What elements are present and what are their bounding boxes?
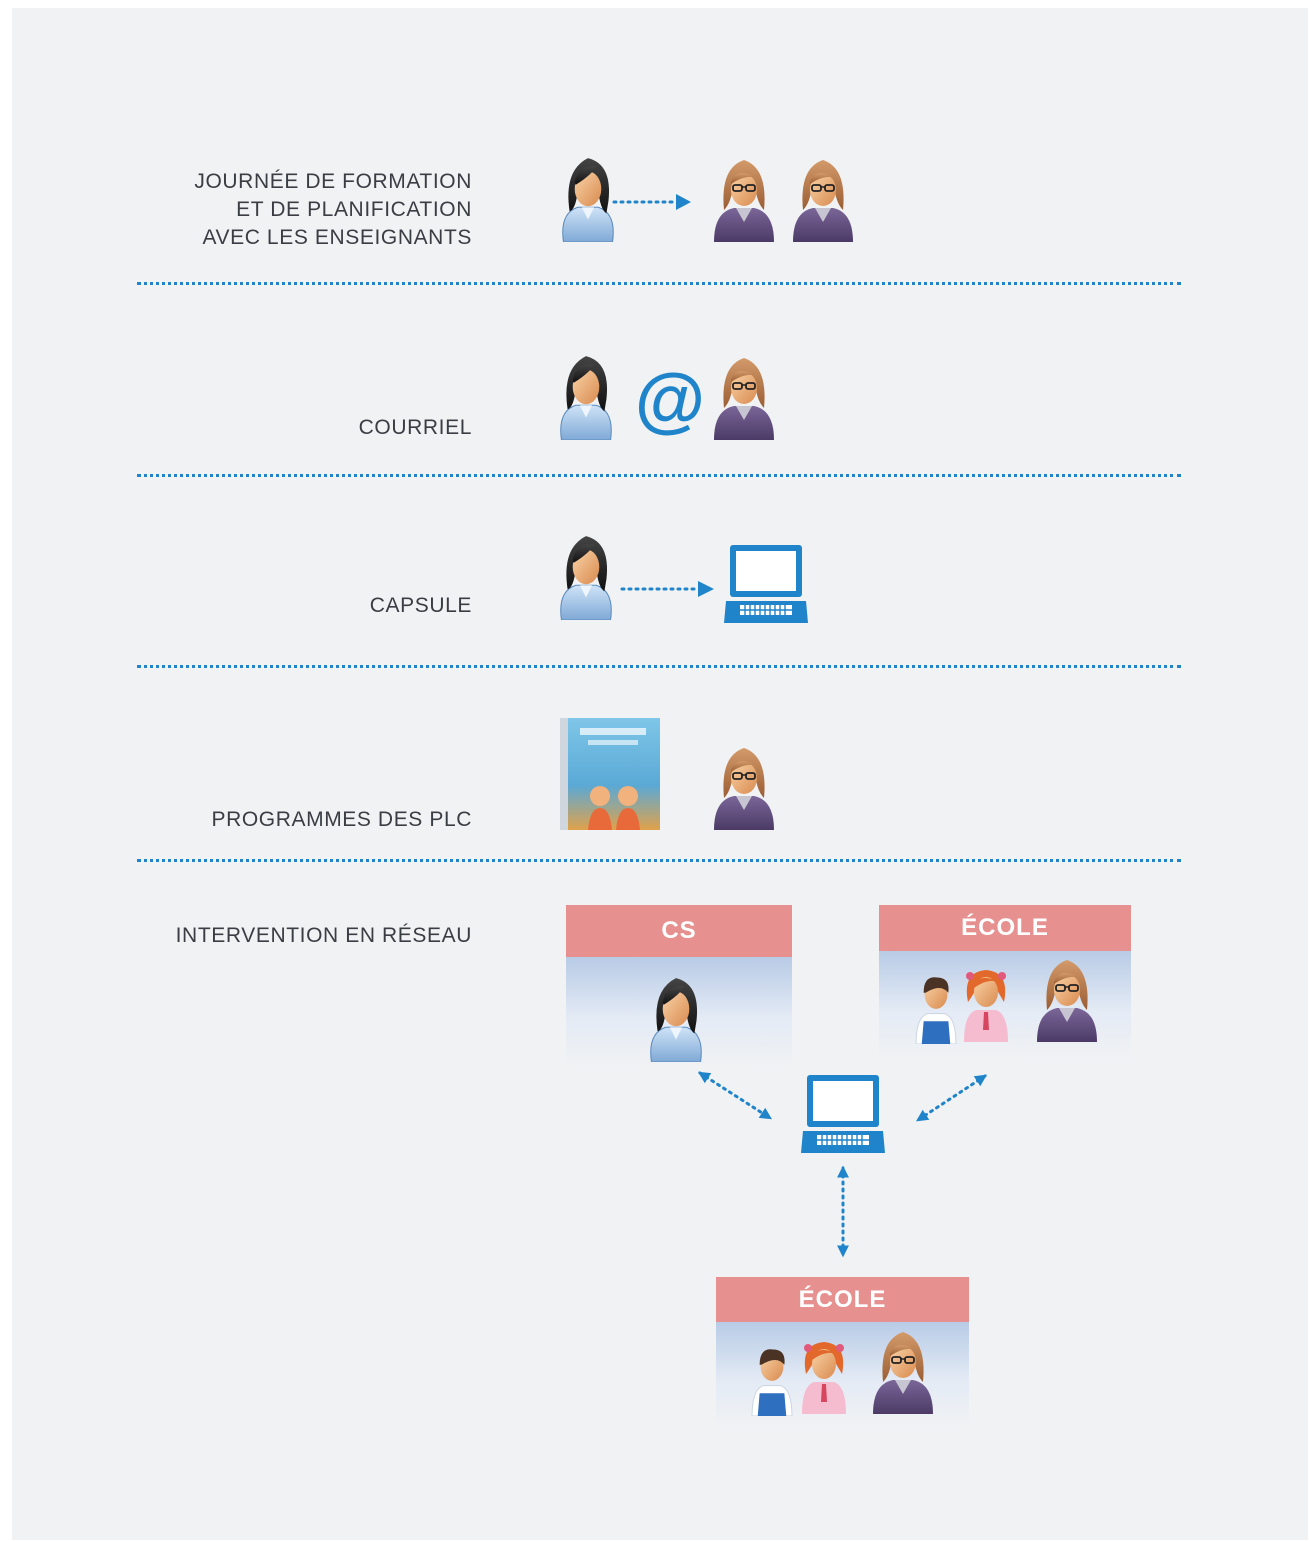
boy-student-icon: [748, 1340, 796, 1416]
book-cover-icon: [560, 718, 660, 830]
row-label-email: COURRIEL: [358, 416, 472, 439]
arrow-cs-laptop: [697, 1071, 773, 1120]
row-label-plc-programs: PROGRAMMES DES PLC: [211, 808, 472, 831]
row-label-training: JOURNÉE DE FORMATION ET DE PLANIFICATION…: [194, 168, 472, 252]
at-sign-icon: @: [634, 360, 706, 440]
section-divider: [137, 665, 1181, 668]
row-label-capsule: CAPSULE: [369, 594, 472, 617]
arrow-icon: [612, 194, 691, 210]
row-label-line: AVEC LES ENSEIGNANTS: [202, 226, 472, 249]
cs-box-header: CS: [566, 905, 792, 957]
girl-student-icon: [796, 1334, 852, 1414]
teacher-icon: [870, 1324, 936, 1414]
arrow-icon: [620, 581, 714, 597]
section-divider: [137, 859, 1181, 862]
arrow-school-laptop: [915, 1074, 988, 1122]
school-box-header: ÉCOLE: [879, 905, 1131, 951]
row-label-line: JOURNÉE DE FORMATION: [194, 170, 472, 193]
section-divider: [137, 282, 1181, 285]
school-box-header: ÉCOLE: [716, 1277, 969, 1322]
row-label-line: ET DE PLANIFICATION: [236, 198, 472, 221]
section-divider: [137, 474, 1181, 477]
row-label-network: INTERVENTION EN RÉSEAU: [175, 924, 472, 947]
diagram-panel: [12, 8, 1308, 1540]
